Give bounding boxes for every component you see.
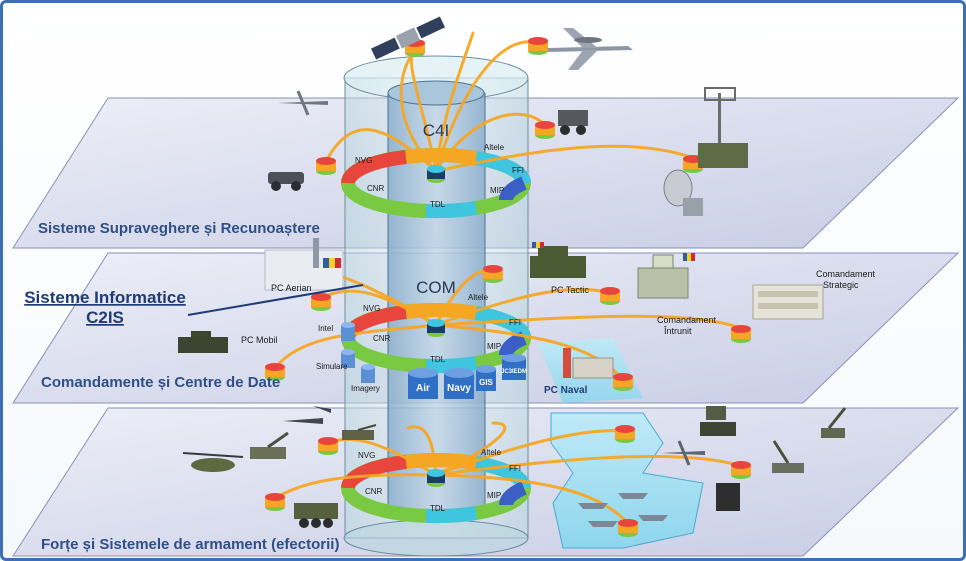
label-pc-aerian: PC Aerian — [271, 283, 312, 293]
missile-launcher-icon — [821, 407, 847, 438]
ring-label-tdl: TDL — [430, 504, 446, 513]
gis-db-icon — [476, 365, 496, 391]
layer-title-command: Comandamente și Centre de Date — [41, 374, 280, 391]
callout-subtitle: C2IS — [86, 308, 124, 327]
satellite-dish-icon — [663, 169, 703, 216]
strategic-command-building-icon — [752, 284, 824, 320]
ring-label-ffi: FFI — [509, 464, 521, 473]
fighter-jets-icon — [283, 406, 331, 424]
ring-label-mip: MIP — [487, 342, 501, 351]
label-comandament-intrunit-1: Comandament — [657, 315, 717, 325]
ring-label-nvg: NVG — [355, 156, 372, 165]
ring-label-ffi: FFI — [512, 166, 524, 175]
imagery-db-icon — [361, 364, 375, 383]
mlrs-icon — [772, 440, 804, 473]
ring-label-mip: MIP — [487, 491, 501, 500]
awacs-aircraft-icon — [548, 28, 633, 70]
ring-label-cnr: CNR — [373, 334, 391, 343]
tank-icon — [342, 424, 377, 440]
label-comandament-intrunit-2: Întrunit — [663, 326, 692, 336]
air-db-icon — [408, 368, 438, 399]
simulare-db-icon — [341, 349, 355, 368]
naval-ships-icon — [578, 493, 668, 527]
label-jc3iedm: JC3IEDM — [501, 369, 527, 375]
ugv-robot-icon — [268, 172, 304, 191]
ring-label-mip: MIP — [490, 186, 504, 195]
ring-label-cnr: CNR — [365, 487, 383, 496]
node-disc — [731, 325, 751, 343]
satellite-icon — [371, 16, 445, 60]
label-air: Air — [416, 383, 430, 394]
airbase-control-icon — [264, 238, 344, 291]
network-nodes — [265, 37, 751, 537]
node-disc — [731, 461, 751, 479]
mobile-command-vehicle-icon — [178, 331, 228, 353]
node-disc — [613, 373, 633, 391]
navy-db-icon — [444, 368, 474, 399]
drone-icon — [661, 440, 705, 466]
label-pc-naval: PC Naval — [544, 385, 588, 396]
tactical-command-icon — [530, 242, 586, 278]
label-imagery: Imagery — [351, 384, 380, 393]
label-comandament-strategic-2: Strategic — [823, 280, 859, 290]
naval-command-icon — [563, 348, 614, 379]
node-disc — [311, 293, 331, 311]
core-label-com: COM — [416, 278, 456, 297]
label-gis: GIS — [479, 378, 493, 387]
attack-helicopter-icon — [182, 452, 244, 472]
intel-db-icon — [341, 322, 355, 341]
ring-label-altele: Altele — [481, 448, 502, 457]
node-disc — [535, 121, 555, 139]
ring-label-altele: Altele — [468, 293, 489, 302]
joint-command-building-icon — [637, 253, 695, 299]
node-disc — [483, 265, 503, 283]
node-disc — [265, 363, 285, 381]
node-disc — [427, 319, 445, 337]
jc3iedm-db-icon — [502, 354, 526, 380]
ring-label-ffi: FFI — [509, 318, 521, 327]
layer-title-surveillance: Sisteme Supraveghere și Recunoaștere — [38, 220, 320, 237]
node-disc — [427, 469, 445, 487]
ring-label-tdl: TDL — [430, 355, 446, 364]
robot-sensor-icon — [558, 110, 588, 135]
node-disc — [600, 287, 620, 305]
node-disc — [618, 519, 638, 537]
sam-launcher-icon — [700, 406, 736, 436]
layer-title-forces: Forțe și Sistemele de armament (efectori… — [41, 536, 339, 553]
ring-label-tdl: TDL — [430, 200, 446, 209]
node-disc — [265, 493, 285, 511]
label-intel: Intel — [318, 324, 333, 333]
core-label-c4i: C4I — [423, 121, 449, 140]
coastal-launcher-icon — [716, 483, 740, 511]
ring-label-cnr: CNR — [367, 184, 385, 193]
label-pc-tactic: PC Tactic — [551, 285, 589, 295]
node-disc — [615, 425, 635, 443]
ring-label-nvg: NVG — [363, 304, 380, 313]
sea-bottom — [550, 412, 704, 549]
node-disc — [316, 157, 336, 175]
node-disc — [528, 37, 548, 55]
artillery-icon — [250, 431, 289, 459]
architecture-diagram: C4I COM NVG Altele FFI CNR TDL MIP NVG A… — [12, 16, 960, 557]
label-navy: Navy — [447, 383, 471, 394]
uav-icon — [278, 90, 328, 116]
callout-pointer — [187, 284, 364, 316]
callout-title: Sisteme Informatice — [24, 288, 186, 307]
node-disc — [427, 165, 445, 183]
ring-label-altele: Altele — [484, 143, 505, 152]
label-simulare: Simulare — [316, 362, 348, 371]
label-pc-mobil: PC Mobil — [241, 335, 278, 345]
radar-truck-icon — [698, 87, 748, 168]
data-services — [341, 322, 526, 399]
label-comandament-strategic-1: Comandament — [816, 269, 876, 279]
ring-label-nvg: NVG — [358, 451, 375, 460]
apc-soldiers-icon — [294, 503, 338, 528]
node-disc — [318, 437, 338, 455]
